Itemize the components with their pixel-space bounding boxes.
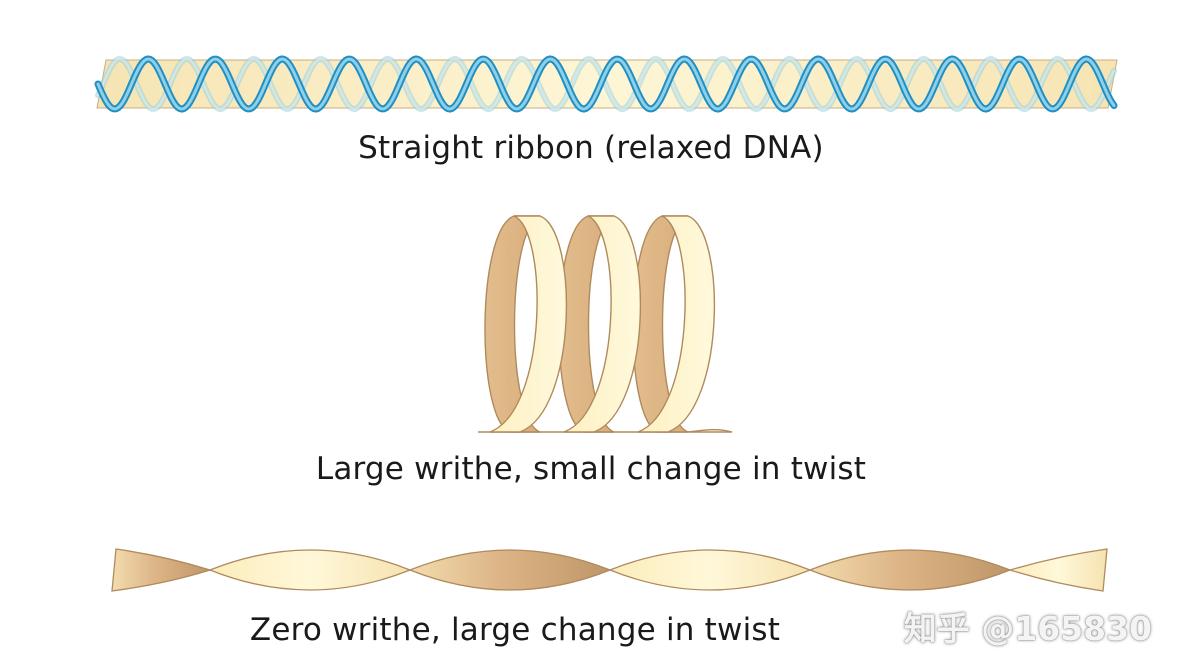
helix-front-strand [94, 55, 1118, 113]
caption-zero-writhe: Zero writhe, large change in twist [249, 612, 781, 648]
caption-large-writhe: Large writhe, small change in twist [315, 451, 867, 487]
straight-ribbon [94, 55, 1118, 113]
twisted-ribbon [111, 548, 1108, 592]
watermark: 知乎 @165830 [903, 609, 1152, 648]
caption-straight-ribbon: Straight ribbon (relaxed DNA) [358, 130, 824, 166]
helix-front-highlight [96, 57, 1116, 111]
coiled-ribbon [478, 215, 733, 433]
